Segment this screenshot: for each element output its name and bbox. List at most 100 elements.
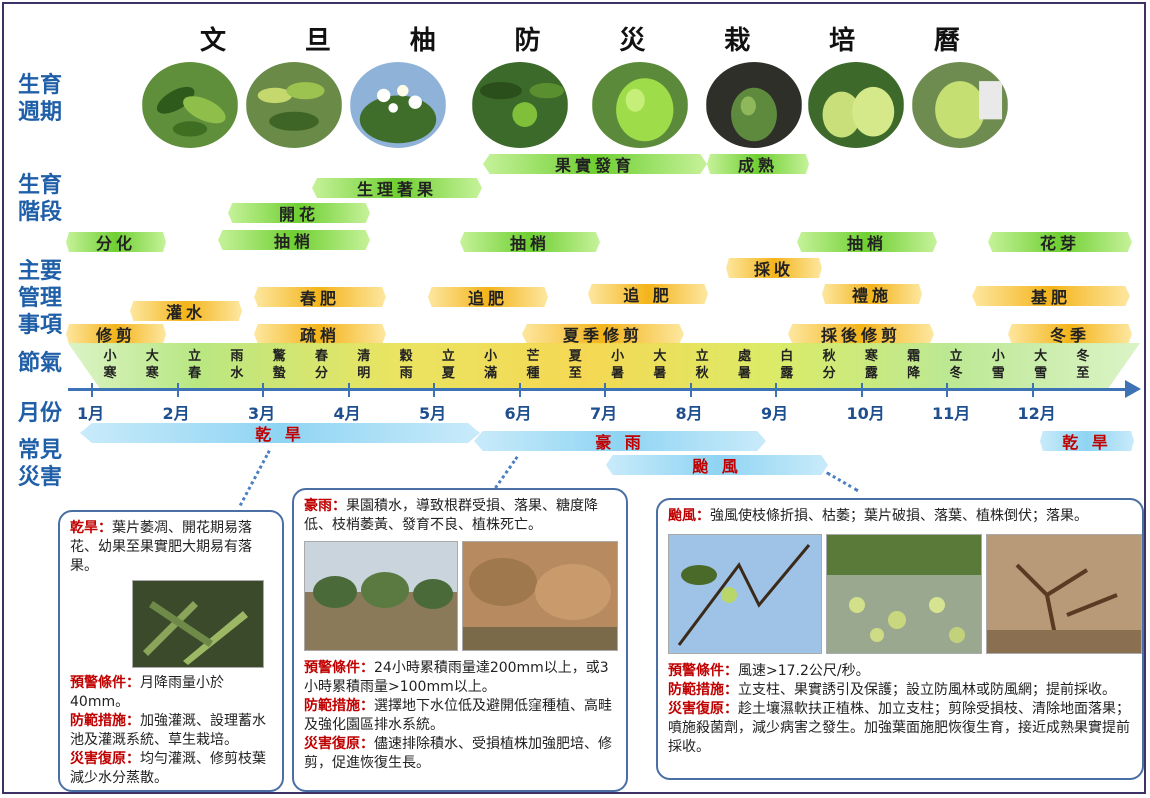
typhoon-warn-label: 預警條件： (668, 663, 738, 679)
solar-term: 白露 (780, 349, 794, 381)
typhoon-recover-label: 災害復原： (668, 701, 738, 717)
bar-drought-winter: 乾 旱 (1040, 431, 1134, 451)
typhoon-prevent-text: 立支柱、果實誘引及保護；設立防風林或防風網；提前採收。 (738, 682, 1116, 698)
bar-fruit-development: 果實發育 (483, 154, 707, 174)
rain-head: 豪雨： (304, 498, 346, 514)
rain-desc-text: 果園積水，導致根群受損、落果、糖度降低、枝梢萎黃、發育不良、植株死亡。 (304, 498, 598, 533)
bar-summer-pruning: 夏季修剪 (522, 324, 684, 344)
label-line: 生育 (18, 173, 63, 198)
heavy-rain-info-box: 豪雨：果園積水，導致根群受損、落果、糖度降低、枝梢萎黃、發育不良、植株死亡。 預… (292, 488, 628, 792)
typhoon-recovery: 災害復原：趁土壤濕軟扶正植株、加立支柱；剪除受損枝、清除地面落果；噴施殺菌劑，減… (668, 700, 1132, 757)
label-disaster: 常見 災害 (18, 437, 78, 491)
drought-warn-text: 月降雨量小於40mm。 (70, 675, 224, 710)
rain-desc: 豪雨：果園積水，導致根群受損、落果、糖度降低、枝梢萎黃、發育不良、植株死亡。 (304, 497, 616, 535)
typhoon-warning: 預警條件：風速>17.2公尺/秒。 (668, 662, 1132, 681)
title-char: 曆 (933, 26, 960, 56)
bar-ripening: 成熟 (707, 154, 809, 174)
solar-term: 清明 (357, 349, 371, 381)
label-line: 週期 (18, 100, 63, 125)
solar-term: 夏至 (568, 349, 582, 381)
bar-flowering: 開花 (228, 203, 370, 223)
bar-spring-fertilizer: 春肥 (254, 287, 386, 307)
solar-term: 小滿 (484, 349, 498, 381)
month-tick (946, 383, 948, 397)
label-line: 主要 (18, 259, 63, 284)
drought-prevent-text: 加強灌溉、設理蓄水池及灌溉系統、草生栽培。 (70, 713, 266, 748)
bar-drought: 乾 旱 (80, 423, 480, 443)
photo-drought-leaves (132, 580, 264, 668)
photo-fallen-fruits (826, 534, 982, 654)
solar-term: 冬至 (1076, 349, 1090, 381)
month-label: 8月 (675, 404, 703, 423)
month-tick (433, 383, 435, 397)
solar-term: 立春 (188, 349, 202, 381)
drought-info-box: 乾旱：葉片萎凋、開花期易落花、幼果至果實肥大期易有落果。 預警條件：月降雨量小於… (58, 510, 284, 792)
rain-recover-label: 災害復原： (304, 736, 374, 752)
bar-harvest: 採收 (726, 258, 822, 278)
photo-ripe-fruits (808, 62, 904, 148)
typhoon-prevent-label: 防範措施： (668, 682, 738, 698)
month-tick (689, 383, 692, 397)
month-tick (775, 383, 777, 397)
drought-prevention: 防範措施：加強灌溉、設理蓄水池及灌溉系統、草生栽培。 (70, 712, 272, 750)
bar-heavy-rain: 豪 雨 (474, 431, 766, 451)
rain-prevention: 防範措施：選擇地下水位低及避開低窪種植、高畦及強化園區排水系統。 (304, 697, 616, 735)
photo-broken-branches (668, 534, 822, 654)
drought-desc: 乾旱：葉片萎凋、開花期易落花、幼果至果實肥大期易有落果。 (70, 519, 272, 576)
bar-shoot-autumn: 抽梢 (797, 232, 937, 252)
rain-warning: 預警條件：24小時累積雨量達200mm以上，或3小時累積雨量>100mm以上。 (304, 659, 616, 697)
typhoon-head: 颱風： (668, 508, 710, 524)
month-label: 7月 (590, 404, 618, 423)
solar-term: 小寒 (103, 349, 117, 381)
solar-term: 驚蟄 (272, 349, 286, 381)
label-line: 生育 (18, 73, 63, 98)
solar-term: 大寒 (145, 349, 159, 381)
solar-term: 寒露 (864, 349, 878, 381)
label-line: 災害 (18, 465, 63, 490)
month-label: 2月 (162, 404, 190, 423)
label-line: 管理 (18, 286, 63, 311)
bar-flower-bud: 花芽 (988, 232, 1132, 252)
month-tick (1031, 383, 1034, 397)
photo-fruit-bagged (706, 62, 802, 148)
month-label: 5月 (419, 404, 447, 423)
typhoon-desc: 颱風：強風使枝條折損、枯萎；葉片破損、落葉、植株倒伏；落果。 (668, 507, 1132, 526)
bar-base-fertilizer: 基肥 (972, 286, 1130, 306)
photo-flowers (350, 62, 446, 148)
bar-gift-fertilizer: 禮施 (822, 284, 922, 304)
solar-term: 大雪 (1034, 349, 1048, 381)
bar-irrigation: 灌水 (130, 301, 242, 321)
title-char: 文 (200, 26, 227, 56)
month-label: 6月 (504, 404, 532, 423)
solar-term: 芒種 (526, 349, 540, 381)
label-line: 事項 (18, 313, 63, 338)
solar-term: 霜降 (907, 349, 921, 381)
title-char: 防 (514, 26, 541, 56)
solar-term: 大暑 (653, 349, 667, 381)
label-line: 常見 (18, 438, 63, 463)
drought-warning: 預警條件：月降雨量小於40mm。 (70, 674, 272, 712)
rain-recovery: 災害復原：儘速排除積水、受損植株加強肥培、修剪，促進恢復生長。 (304, 735, 616, 773)
typhoon-photos (668, 534, 1142, 654)
month-tick (604, 383, 606, 397)
month-label: 12月 (1017, 404, 1056, 423)
label-month: 月份 (18, 401, 63, 426)
rain-prevent-text: 選擇地下水位低及避開低窪種植、高畦及強化園區排水系統。 (304, 698, 612, 733)
bar-top-dressing: 追肥 (428, 287, 548, 307)
photo-flooded-orchard (304, 541, 458, 651)
bar-differentiation: 分化 (66, 232, 166, 252)
typhoon-desc-text: 強風使枝條折損、枯萎；葉片破損、落葉、植株倒伏；落果。 (710, 508, 1088, 524)
solar-term: 小暑 (611, 349, 625, 381)
month-label: 10月 (846, 404, 885, 423)
solar-term: 小雪 (991, 349, 1005, 381)
photo-harvest (912, 62, 1008, 148)
bar-fruit-set: 生理著果 (312, 178, 482, 198)
label-growth-cycle: 生育 週期 (18, 72, 78, 126)
drought-prevent-label: 防範措施： (70, 713, 140, 729)
photo-leaf-bud (142, 62, 238, 148)
drought-recover-text: 均勻灌溉、修剪枝葉減少水分蒸散。 (70, 751, 266, 786)
month-tick (518, 383, 521, 397)
drought-recovery: 災害復原：均勻灌溉、修剪枝葉減少水分蒸散。 (70, 750, 272, 788)
